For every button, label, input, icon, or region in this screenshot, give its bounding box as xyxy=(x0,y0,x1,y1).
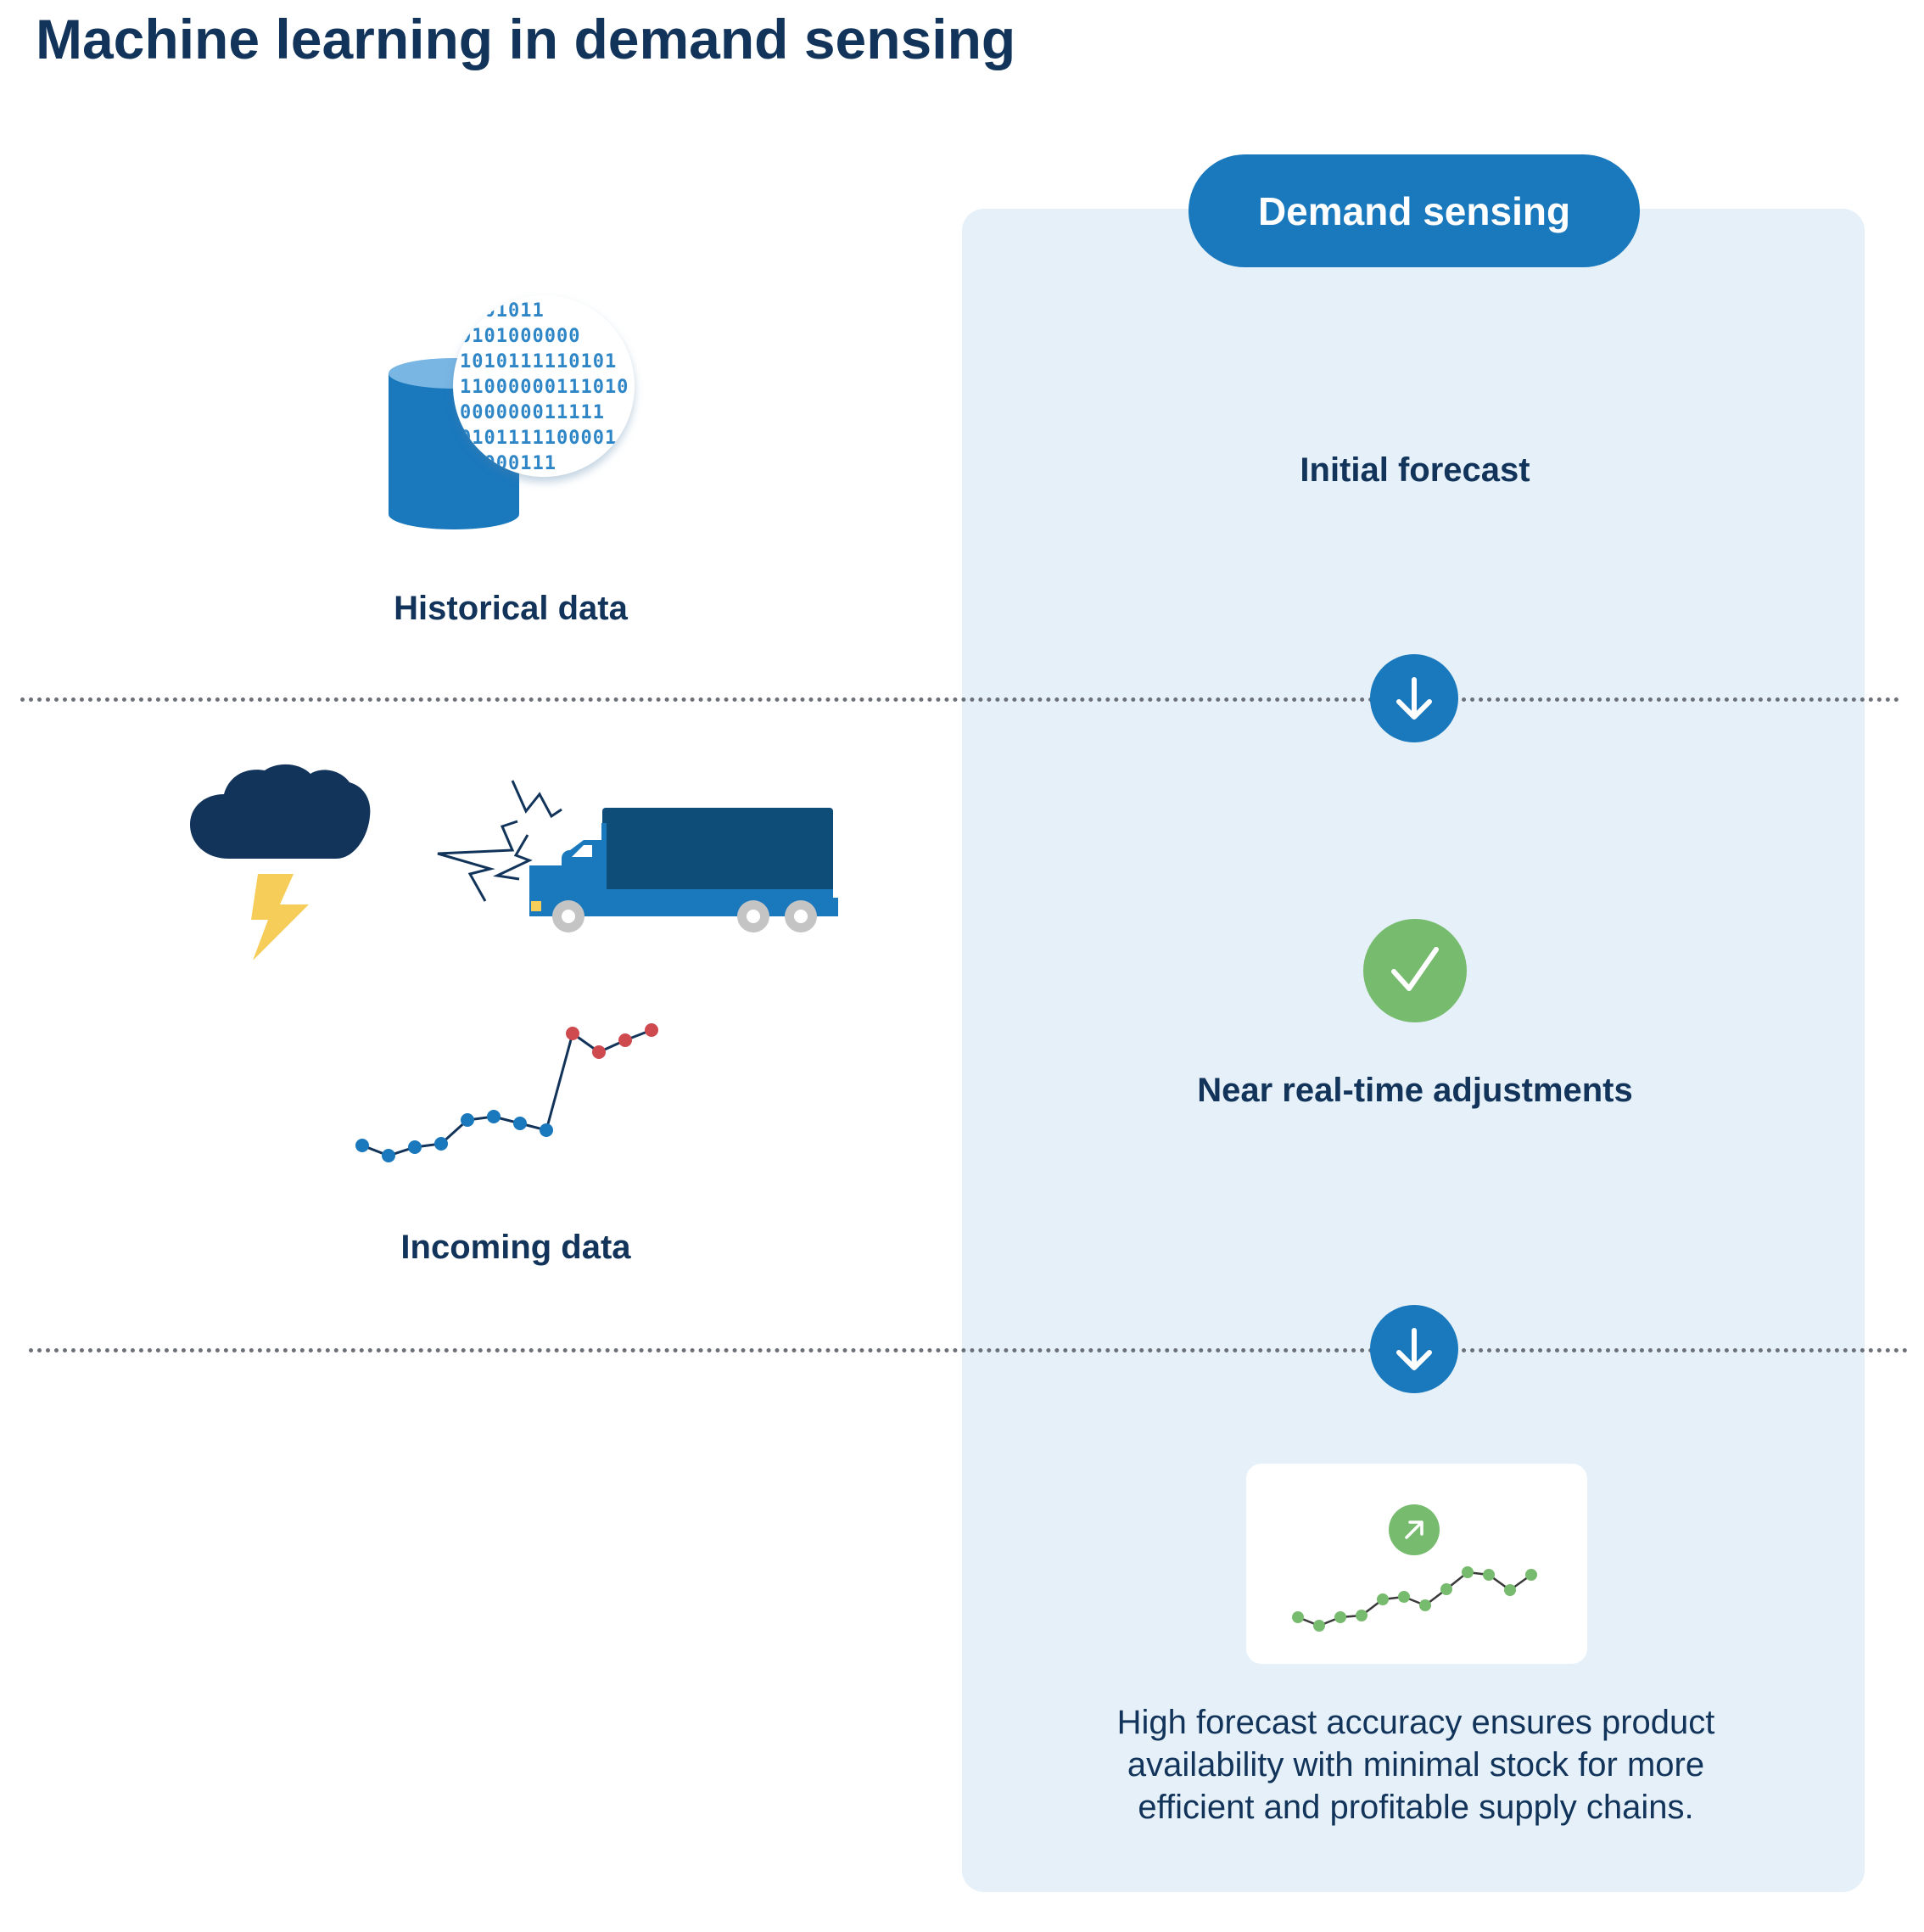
binary-line: 0101000000 xyxy=(460,326,581,347)
line-chart-icon xyxy=(1292,1566,1537,1632)
trend-up-icon xyxy=(1389,1504,1440,1555)
line-chart-icon xyxy=(355,1023,658,1162)
initial-forecast-label: Initial forecast xyxy=(1300,451,1530,489)
result-description: High forecast accuracy ensures product a… xyxy=(1047,1701,1785,1828)
arrow-down-icon xyxy=(1370,1305,1458,1393)
page-title: Machine learning in demand sensing xyxy=(36,8,1016,70)
binary-line: 0101011 xyxy=(460,300,545,322)
truck-collision-icon xyxy=(437,780,838,932)
arrow-down-icon xyxy=(1370,654,1458,742)
binary-line: 1010111110101 xyxy=(460,351,618,372)
binary-line: 000000011111 xyxy=(460,402,605,423)
adjustments-label: Near real-time adjustments xyxy=(1197,1072,1633,1109)
result-line: High forecast accuracy ensures product xyxy=(1116,1704,1715,1741)
demand-sensing-pill: Demand sensing xyxy=(1189,154,1640,267)
binary-data-icon: 0101011 0101000000 1010111110101 1100000011… xyxy=(453,295,635,477)
historical-data-label: Historical data xyxy=(394,590,628,627)
binary-line: 11000000111010 xyxy=(460,377,629,398)
result-line: efficient and profitable supply chains. xyxy=(1138,1789,1694,1826)
binary-line: 00000111 xyxy=(460,453,557,474)
result-chart-card xyxy=(1246,1464,1587,1664)
divider-bottom xyxy=(29,1348,1909,1352)
storm-cloud-icon xyxy=(190,764,371,960)
result-line: availability with minimal stock for more xyxy=(1127,1746,1705,1784)
divider-top xyxy=(20,697,1900,702)
check-icon xyxy=(1363,919,1467,1022)
incoming-data-label: Incoming data xyxy=(400,1229,631,1266)
binary-line: 0101111100001 xyxy=(460,428,618,449)
